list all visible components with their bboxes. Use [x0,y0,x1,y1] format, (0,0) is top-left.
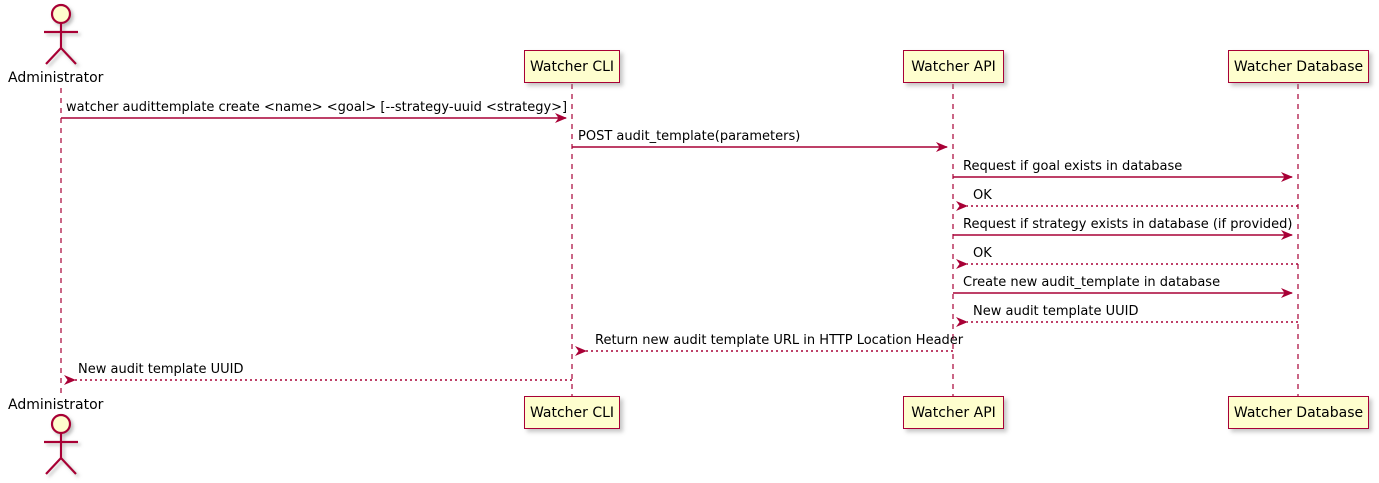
message-label-1: watcher audittemplate create <name> <goa… [66,100,568,115]
message-label-8: New audit template UUID [973,304,1139,319]
message-label-5: Request if strategy exists in database (… [963,217,1293,232]
participant-box-watcher-api-bottom[interactable]: Watcher API [903,396,1004,429]
message-label-2: POST audit_template(parameters) [578,129,801,144]
participant-label-watcher-api-bottom: Watcher API [911,404,996,421]
participant-box-watcher-api-top[interactable]: Watcher API [903,50,1004,83]
actor-label-administrator-bottom: Administrator [8,397,104,413]
participant-box-watcher-cli-bottom[interactable]: Watcher CLI [524,396,620,429]
participant-label-watcher-api: Watcher API [911,58,996,75]
message-label-7: Create new audit_template in database [963,275,1221,290]
participant-label-watcher-database: Watcher Database [1233,58,1364,75]
participant-label-watcher-cli: Watcher CLI [529,58,615,75]
message-label-4: OK [973,188,992,203]
participant-box-watcher-database-bottom[interactable]: Watcher Database [1228,396,1369,429]
actor-label-administrator-top: Administrator [8,70,104,86]
message-label-10: New audit template UUID [78,362,244,377]
actor-administrator-bottom [44,413,78,475]
participant-label-watcher-database-bottom: Watcher Database [1233,404,1364,421]
participant-label-watcher-cli-bottom: Watcher CLI [529,404,615,421]
message-label-6: OK [973,246,992,261]
message-label-3: Request if goal exists in database [963,159,1183,174]
actor-administrator-top [44,3,78,65]
participant-box-watcher-database-top[interactable]: Watcher Database [1228,50,1369,83]
message-label-9: Return new audit template URL in HTTP Lo… [595,333,964,348]
participant-box-watcher-cli-top[interactable]: Watcher CLI [524,50,620,83]
